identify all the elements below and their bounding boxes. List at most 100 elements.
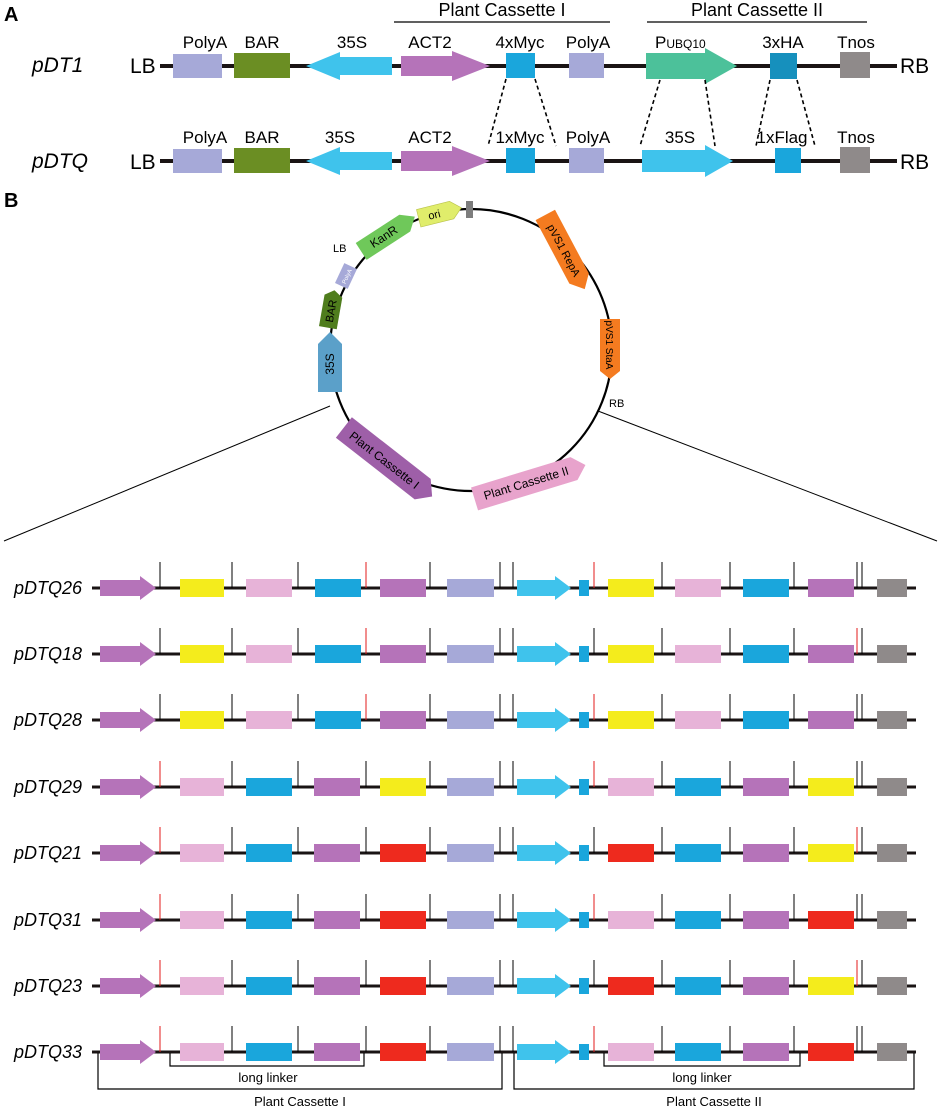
tnos-label: Tnos xyxy=(837,33,875,52)
segment-block xyxy=(579,845,589,861)
segment-block xyxy=(675,579,721,597)
segment-block xyxy=(608,844,654,862)
segment-block xyxy=(246,711,292,729)
segment-block xyxy=(447,977,494,995)
segment-block xyxy=(877,844,907,862)
segment-block xyxy=(100,576,156,600)
plasmid-map: ori KanR LB PolyA BAR 35S Plant Cassette… xyxy=(318,201,624,511)
segment-block xyxy=(246,645,292,663)
segment-block xyxy=(743,778,789,796)
segment-block xyxy=(579,580,589,596)
segment-block xyxy=(517,775,571,799)
ubq10-label: PUBQ10 xyxy=(655,33,706,52)
segment-block xyxy=(877,977,907,995)
segment-block xyxy=(246,579,292,597)
segment-block xyxy=(380,579,426,597)
act2-label: ACT2 xyxy=(408,128,451,147)
segment-block xyxy=(877,711,907,729)
polya-block xyxy=(173,54,222,78)
long-linker-label-ii: long linker xyxy=(672,1070,732,1085)
segment-block xyxy=(100,642,156,666)
cassette-i-bottom-label: Plant Cassette I xyxy=(254,1094,346,1109)
segment-block xyxy=(675,1043,721,1061)
segment-block xyxy=(380,844,426,862)
plant-cassette-i-feature: Plant Cassette I xyxy=(335,417,433,500)
segment-block xyxy=(877,778,907,796)
cassette-i-bottom-bracket xyxy=(97,1053,503,1090)
segment-block xyxy=(380,1043,426,1061)
segment-block xyxy=(314,1043,360,1061)
ha-tag-block xyxy=(770,53,797,79)
tnos-block xyxy=(840,147,870,173)
bar-label: BAR xyxy=(245,33,280,52)
cassette-ii-bottom-label: Plant Cassette II xyxy=(666,1094,761,1109)
segment-block xyxy=(743,579,789,597)
construct-row-pdtq26: pDTQ26 xyxy=(13,562,916,600)
bar-block xyxy=(234,53,290,78)
construct-name: pDTQ31 xyxy=(13,910,82,930)
ubq10-promoter-arrow xyxy=(646,48,737,84)
segment-block xyxy=(743,645,789,663)
promoter-35s-label: 35S xyxy=(665,128,695,147)
lb-label: LB xyxy=(130,151,156,174)
segment-block xyxy=(380,911,426,929)
tnos-label: Tnos xyxy=(837,128,875,147)
segment-block xyxy=(100,841,156,865)
segment-block xyxy=(380,645,426,663)
segment-block xyxy=(608,645,654,663)
act2-label: ACT2 xyxy=(408,33,451,52)
construct-name: pDTQ21 xyxy=(13,843,82,863)
construct-pdt1: pDT1 LB RB PolyA BAR 35S ACT2 4xMyc Poly… xyxy=(31,33,929,84)
construct-name: pDTQ33 xyxy=(13,1042,82,1062)
construct-rows: pDTQ26pDTQ18pDTQ28pDTQ29pDTQ21pDTQ31pDTQ… xyxy=(13,562,916,1064)
segment-block xyxy=(743,911,789,929)
plant-cassette-ii-feature: Plant Cassette II xyxy=(471,457,586,511)
tnos-block xyxy=(840,52,870,78)
segment-block xyxy=(447,645,494,663)
segment-block xyxy=(608,911,654,929)
segment-block xyxy=(517,642,571,666)
polya-label: PolyA xyxy=(183,128,228,147)
construct-row-pdtq31: pDTQ31 xyxy=(13,894,916,932)
segment-block xyxy=(447,778,494,796)
myc-tag-label: 4xMyc xyxy=(495,33,545,52)
promoter-35s-arrow xyxy=(306,52,392,80)
segment-block xyxy=(517,708,571,732)
rb-feature-label: RB xyxy=(609,398,624,410)
cassette-ii-label: Plant Cassette II xyxy=(691,0,823,20)
segment-block xyxy=(743,977,789,995)
segment-block xyxy=(808,1043,854,1061)
flag-tag-block xyxy=(775,148,801,173)
segment-block xyxy=(315,711,361,729)
segment-block xyxy=(877,911,907,929)
segment-block xyxy=(447,1043,494,1061)
segment-block xyxy=(579,1044,589,1060)
segment-block xyxy=(314,844,360,862)
svg-text:pVS1 StaA: pVS1 StaA xyxy=(603,321,614,370)
segment-block xyxy=(180,778,224,796)
promoter-35s-arrow xyxy=(642,145,733,177)
segment-block xyxy=(315,645,361,663)
construct-row-pdtq21: pDTQ21 xyxy=(13,827,916,865)
segment-block xyxy=(447,911,494,929)
construct-name: pDTQ26 xyxy=(13,578,83,598)
segment-block xyxy=(380,778,426,796)
segment-block xyxy=(380,977,426,995)
segment-block xyxy=(675,844,721,862)
myc-tag-block xyxy=(506,148,535,173)
act2-arrow xyxy=(401,51,490,81)
segment-block xyxy=(608,977,654,995)
segment-block xyxy=(808,977,854,995)
promoter-35s-arrow xyxy=(306,147,392,175)
segment-block xyxy=(675,911,721,929)
construct-row-pdtq28: pDTQ28 xyxy=(13,694,916,732)
pvs1-staa-feature: pVS1 StaA xyxy=(600,319,620,379)
segment-block xyxy=(517,576,571,600)
ha-tag-label: 3xHA xyxy=(762,33,804,52)
construct-name: pDT1 xyxy=(31,54,83,77)
polya-block xyxy=(173,149,222,173)
segment-block xyxy=(100,974,156,998)
segment-block xyxy=(180,1043,224,1061)
segment-block xyxy=(579,712,589,728)
ori-feature: ori xyxy=(416,201,462,228)
